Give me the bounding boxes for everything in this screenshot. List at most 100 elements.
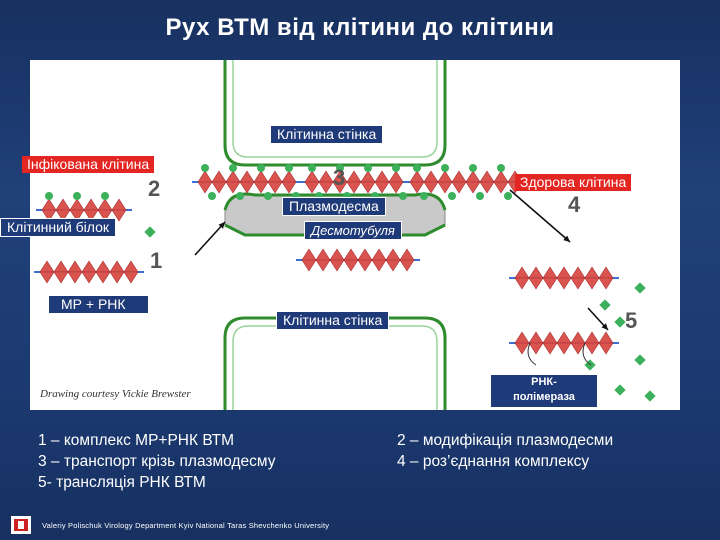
complex-step3-middle-protein-down <box>374 181 390 194</box>
complex-step3-middle-protein-down <box>332 181 348 194</box>
label-cell-wall-bottom: Клітинна стінка <box>276 311 390 330</box>
caption-item: 1 – комплекс МР+РНК ВТМ <box>38 432 235 449</box>
complex-step3-right-protein-up <box>479 170 495 183</box>
complex-desmotubule-protein-down <box>301 259 317 272</box>
complex-step3-right-protein-down <box>493 181 509 194</box>
label-mp-rna: МР + РНК <box>48 295 149 314</box>
complex-step3-left-cell-protein-dot <box>229 164 237 172</box>
complex-step3-left-cell-protein-dot <box>285 164 293 172</box>
complex-step3-middle-cell-protein-dot <box>399 192 407 200</box>
complex-step3-middle-protein-down <box>346 181 362 194</box>
complex-step3-middle-cell-protein-dot <box>364 164 372 172</box>
complex-step3-right-protein-up <box>437 170 453 183</box>
arrow-step1-to-2-head <box>218 222 225 229</box>
complex-step3-middle-protein-down <box>318 181 334 194</box>
complex-step1-protein-down <box>81 271 97 284</box>
complex-step1-protein-up <box>67 260 83 273</box>
complex-step2-cell-protein-dot <box>45 192 53 200</box>
complex-step3-left-protein-up <box>267 170 283 183</box>
complex-step1-protein-up <box>81 260 97 273</box>
complex-desmotubule-protein-up <box>385 248 401 261</box>
complex-step2-protein-down <box>41 209 57 222</box>
complex-step5-protein-up <box>584 331 600 344</box>
complex-step3-middle-protein-up <box>304 170 320 183</box>
complex-desmotubule-protein-down <box>357 259 373 272</box>
arrow-step1-to-2-shaft <box>194 221 226 256</box>
complex-step5-protein-down <box>570 342 586 355</box>
complex-step1-protein-up <box>109 260 125 273</box>
complex-step3-left-protein-up <box>239 170 255 183</box>
complex-step3-left-protein-down <box>267 181 283 194</box>
complex-step3-left-protein-down <box>197 181 213 194</box>
complex-step3-left-cell-protein-dot <box>257 164 265 172</box>
complex-step5-protein-down <box>584 342 600 355</box>
complex-step3-left-protein-down <box>211 181 227 194</box>
complex-step1-protein-down <box>95 271 111 284</box>
complex-step5-protein-down <box>542 342 558 355</box>
arrow-step3-to-4-head <box>563 235 570 242</box>
complex-step2-protein-down <box>97 209 113 222</box>
complex-step3-middle-protein-down <box>304 181 320 194</box>
cell-wall-bottom-inner <box>232 325 438 410</box>
ribosome-loops <box>527 342 592 366</box>
cell-wall-top-outline <box>223 60 447 167</box>
complex-step5-protein-up <box>570 331 586 344</box>
complex-step5-protein-up <box>528 331 544 344</box>
free-protein-diamond <box>144 226 156 238</box>
complex-step3-right-protein-up <box>423 170 439 183</box>
complex-step1-protein-down <box>109 271 125 284</box>
complex-step4-protein-down <box>542 277 558 290</box>
complex-desmotubule-protein-down <box>343 259 359 272</box>
complex-step3-middle-protein-up <box>360 170 376 183</box>
step-number-2: 2 <box>148 176 161 201</box>
complex-step4-protein-up <box>514 266 530 279</box>
complex-step3-right-cell-protein-dot <box>441 164 449 172</box>
label-cell-protein: Клітинний білок <box>0 218 117 237</box>
complex-step1-protein-up <box>95 260 111 273</box>
complex-step3-right-protein-down <box>451 181 467 194</box>
complex-step3-right-cell-protein-dot <box>448 192 456 200</box>
label-infected-cell: Інфікована клітина <box>22 156 155 173</box>
complex-step4-protein-up <box>556 266 572 279</box>
complex-step2-cell-protein-dot <box>73 192 81 200</box>
complex-step3-left-protein-down <box>239 181 255 194</box>
complex-step3-right-protein-down <box>437 181 453 194</box>
rna-polymerase-line1: РНК- <box>531 376 557 388</box>
complex-step4-protein-up <box>598 266 614 279</box>
complex-step3-right-protein-down <box>423 181 439 194</box>
plasmodesma-wall-top <box>223 192 447 211</box>
complex-desmotubule-protein-up <box>357 248 373 261</box>
complex-step5-protein-up <box>514 331 530 344</box>
complex-step2-protein-down <box>111 209 127 222</box>
complex-desmotubule-protein-up <box>329 248 345 261</box>
complex-step3-left-protein-down <box>225 181 241 194</box>
complex-desmotubule-protein-up <box>301 248 317 261</box>
complex-step2-protein-down <box>55 209 71 222</box>
complex-step3-right-protein-up <box>465 170 481 183</box>
arrow-step3-to-4-shaft <box>509 189 571 243</box>
complex-step1-protein-down <box>53 271 69 284</box>
complex-step2-protein-up <box>83 198 99 211</box>
complex-step3-right-protein-down <box>409 181 425 194</box>
complex-step3-left-cell-protein-dot <box>264 192 272 200</box>
complex-step5-protein-up <box>556 331 572 344</box>
complex-step4-protein-down <box>570 277 586 290</box>
complex-step3-middle-cell-protein-dot <box>392 164 400 172</box>
complex-step3-middle-protein-up <box>374 170 390 183</box>
complex-step3-left-protein-up <box>281 170 297 183</box>
caption-item: 2 – модифікація плазмодесми <box>397 432 614 449</box>
complex-step4-protein-down <box>528 277 544 290</box>
caption-item: 4 – роз’єднання комплексу <box>397 453 590 470</box>
complex-step3-middle-protein-down <box>388 181 404 194</box>
complex-step2-cell-protein-dot <box>101 192 109 200</box>
complex-step2-protein-up <box>69 198 85 211</box>
complex-step2-protein-up <box>41 198 57 211</box>
complex-step3-middle-protein-up <box>318 170 334 183</box>
complex-step3-left-protein-down <box>281 181 297 194</box>
complex-step1-protein-up <box>53 260 69 273</box>
step-number-4: 4 <box>568 192 581 217</box>
complex-step3-middle-cell-protein-dot <box>336 164 344 172</box>
complex-step3-left-protein-up <box>211 170 227 183</box>
complex-step4-protein-up <box>528 266 544 279</box>
complex-step5-protein-up <box>542 331 558 344</box>
